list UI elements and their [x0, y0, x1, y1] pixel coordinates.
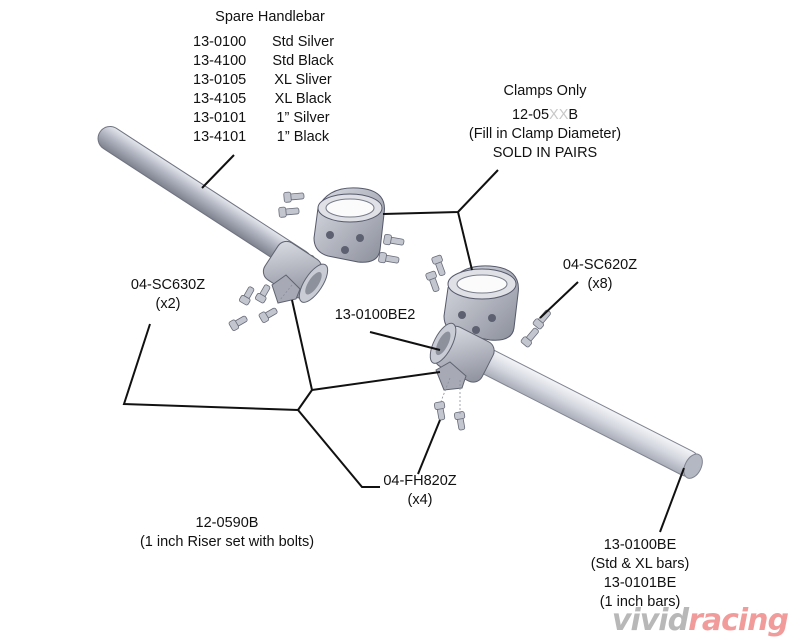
- be2-label: 13-0100BE2: [320, 306, 430, 325]
- sc630z-label: 04-SC630Z (x2): [118, 276, 218, 314]
- spare-handlebar-item: 13-0101 1” Silver: [160, 109, 380, 128]
- leader-be2: [369, 331, 441, 351]
- leader-bar-end: [659, 467, 685, 533]
- leader-fh820z: [122, 323, 380, 488]
- screws: [228, 191, 551, 431]
- watermark-brand-b: racing: [688, 603, 789, 638]
- spare-handlebar-part: 13-4101: [193, 129, 247, 145]
- right-riser-clamp: [429, 322, 495, 391]
- spare-handlebar-item: 13-4100 Std Black: [160, 52, 380, 71]
- leader-fh820z-up: [417, 419, 441, 475]
- riser-desc: (1 inch Riser set with bolts): [139, 534, 315, 550]
- clamp-part-suffix: B: [568, 107, 579, 123]
- brand-watermark: vividracing: [611, 603, 789, 638]
- spare-handlebar-desc: XL Black: [274, 91, 332, 107]
- sc620z-qty: (x8): [587, 276, 613, 292]
- spare-handlebar-desc: Std Silver: [271, 34, 335, 50]
- spare-handlebar-part: 13-0105: [193, 72, 247, 88]
- clamps-only-label: Clamps Only 12-05XXB (Fill in Clamp Diam…: [430, 82, 660, 163]
- leader-lines: [122, 154, 685, 533]
- leader-spare-handlebar: [201, 154, 235, 189]
- assembly-guides: [279, 284, 461, 414]
- lower-right-clamp: [443, 265, 519, 341]
- bar-end-part2: 13-0101BE: [603, 575, 677, 591]
- riser-label: 12-0590B (1 inch Riser set with bolts): [112, 514, 342, 552]
- spare-handlebar-part: 13-0101: [193, 110, 247, 126]
- spare-handlebar-item: 13-0100 Std Silver: [160, 33, 380, 52]
- fh820z-label: 04-FH820Z (x4): [370, 472, 470, 510]
- fh820z-part: 04-FH820Z: [383, 473, 457, 489]
- spare-handlebar-item: 13-4101 1” Black: [160, 128, 380, 147]
- spare-handlebar-label: Spare Handlebar 13-0100 Std Silver 13-4100…: [160, 8, 380, 147]
- spare-handlebar-item: 13-4105 XL Black: [160, 90, 380, 109]
- bar-end-label: 13-0100BE (Std & XL bars) 13-0101BE (1 i…: [570, 536, 710, 612]
- spare-handlebar-part: 13-4105: [193, 91, 247, 107]
- bar-end-part1: 13-0100BE: [603, 537, 677, 553]
- spare-handlebar-item: 13-0105 XL Sliver: [160, 71, 380, 90]
- leader-riser-b: [297, 389, 313, 411]
- clamps-only-note1: (Fill in Clamp Diameter): [468, 126, 622, 142]
- sc630z-qty: (x2): [155, 296, 181, 312]
- left-riser-clamp: [262, 240, 329, 304]
- clamps-only-part: 12-05XXB: [430, 106, 660, 125]
- watermark-brand-a: vivid: [611, 603, 689, 638]
- spare-handlebar-part: 13-4100: [193, 53, 247, 69]
- upper-left-clamp: [313, 187, 385, 263]
- spare-handlebar-desc: Std Black: [272, 53, 334, 69]
- right-handlebar: [463, 342, 703, 479]
- spare-handlebar-part: 13-0100: [193, 34, 247, 50]
- spare-handlebar-desc: XL Sliver: [274, 72, 332, 88]
- sc620z-label: 04-SC620Z (x8): [550, 256, 650, 294]
- sc630z-part: 04-SC630Z: [130, 277, 206, 293]
- clamps-only-heading: Clamps Only: [503, 83, 587, 99]
- spare-handlebar-desc: 1” Silver: [276, 110, 330, 126]
- fh820z-qty: (x4): [407, 492, 433, 508]
- clamps-only-note2: SOLD IN PAIRS: [492, 145, 598, 161]
- clamp-part-placeholder: XX: [549, 107, 569, 123]
- bar-end-desc2: (1 inch bars): [599, 594, 681, 610]
- be2-part: 13-0100BE2: [334, 307, 416, 323]
- riser-part: 12-0590B: [195, 515, 259, 531]
- spare-handlebar-desc: 1” Black: [276, 129, 330, 145]
- spare-handlebar-heading: Spare Handlebar: [215, 9, 325, 25]
- spare-handlebar-list: 13-0100 Std Silver 13-4100 Std Black 13-0105…: [160, 33, 380, 147]
- leader-sc620z: [539, 281, 579, 319]
- leader-clamps-only: [382, 169, 499, 215]
- leader-clamps-lower: [457, 211, 473, 271]
- clamp-part-prefix: 12-05: [511, 107, 550, 123]
- bar-end-desc1: (Std & XL bars): [590, 556, 690, 572]
- sc620z-part: 04-SC620Z: [562, 257, 638, 273]
